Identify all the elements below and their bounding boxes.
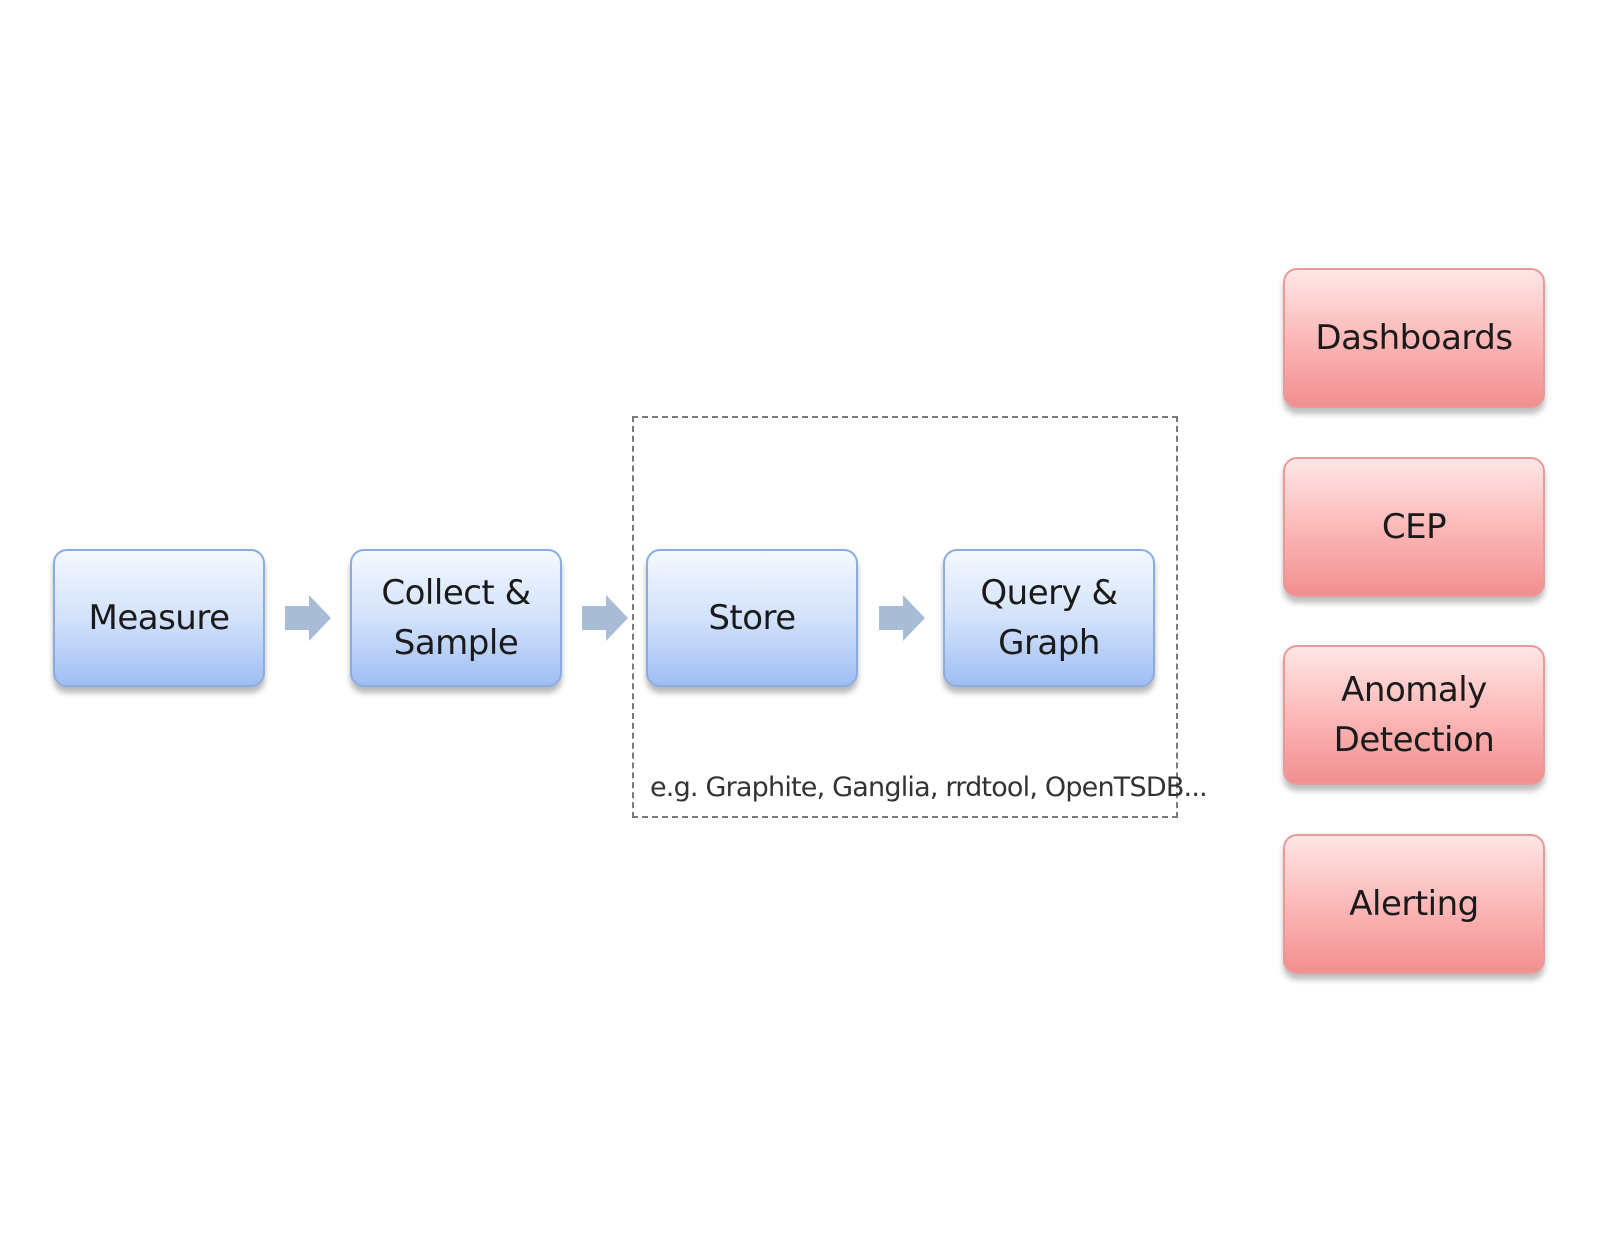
storage-examples-note: e.g. Graphite, Ganglia, rrdtool, OpenTSD… — [650, 772, 1208, 803]
measure-stage: Measure — [53, 549, 265, 687]
cep-box: CEP — [1283, 457, 1545, 597]
anomaly-detection-box: Anomaly Detection — [1283, 645, 1545, 785]
alerting-box: Alerting — [1283, 834, 1545, 974]
flow-arrow-icon — [285, 595, 331, 641]
query-graph-stage: Query & Graph — [943, 549, 1155, 687]
flow-arrow-icon — [582, 595, 628, 641]
flow-arrow-icon — [879, 595, 925, 641]
collect-sample-stage: Collect & Sample — [350, 549, 562, 687]
dashboards-box: Dashboards — [1283, 268, 1545, 408]
storage-system-group — [632, 416, 1178, 818]
store-stage: Store — [646, 549, 858, 687]
